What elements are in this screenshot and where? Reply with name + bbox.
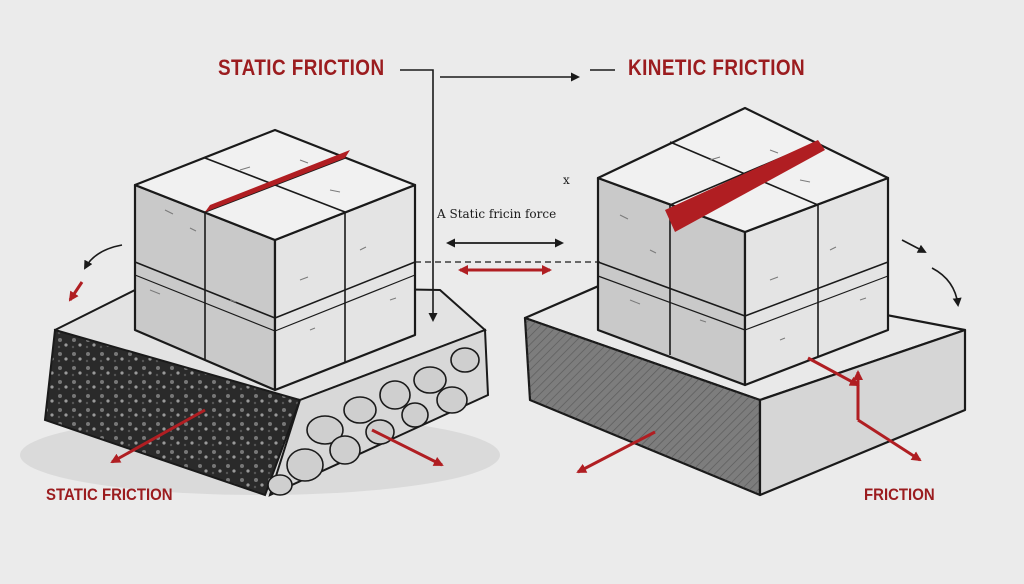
kinetic-friction-title: KINETIC FRICTION (628, 55, 806, 80)
center-force-note: A Static fricin force (437, 207, 557, 221)
center-force-indicator (415, 238, 600, 275)
kinetic-force-arrows (576, 239, 962, 474)
title-connectors (400, 69, 615, 322)
static-force-arrows (68, 244, 444, 467)
x-mark: x (563, 173, 570, 187)
kinetic-box (596, 106, 890, 387)
static-friction-title: STATIC FRICTION (218, 55, 385, 80)
static-friction-bottom-label: STATIC FRICTION (46, 485, 173, 504)
friction-bottom-label: FRICTION (864, 485, 935, 504)
static-box (133, 128, 417, 392)
